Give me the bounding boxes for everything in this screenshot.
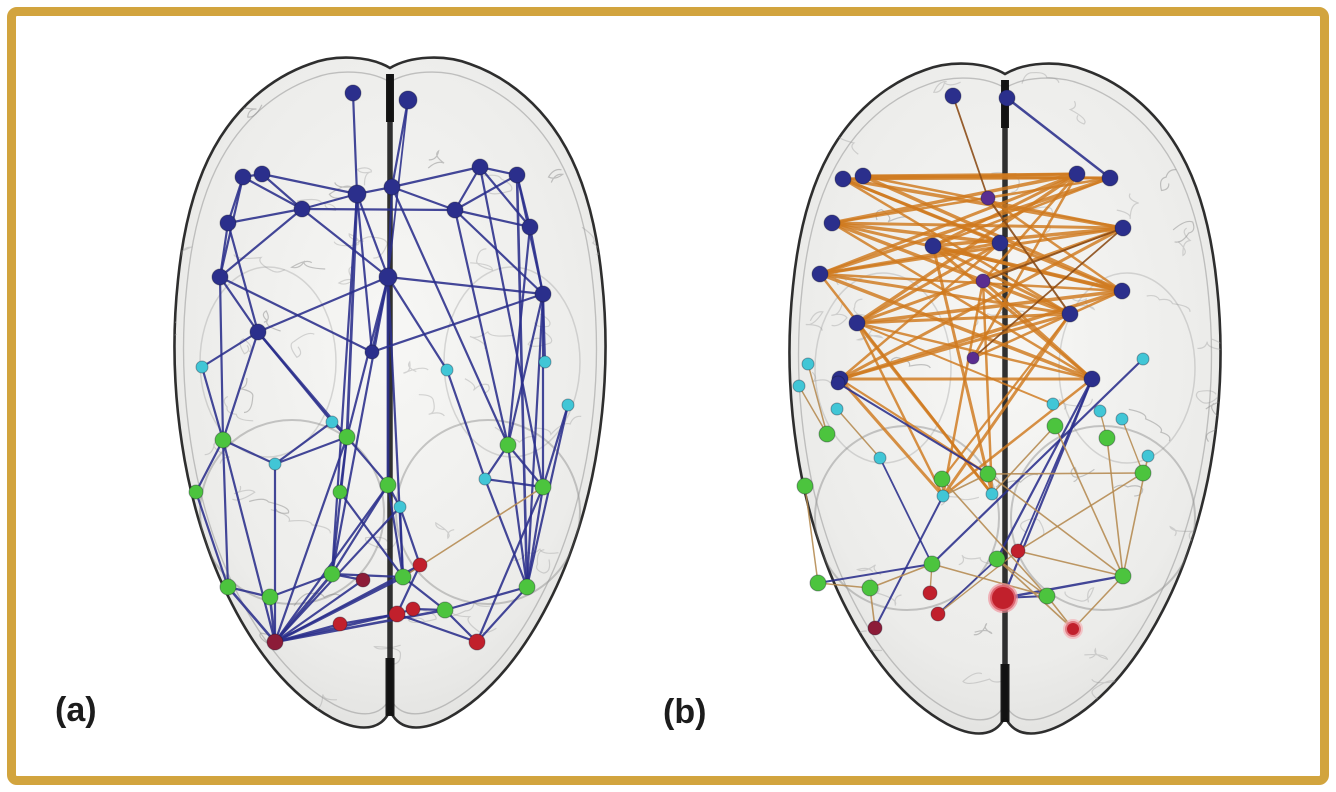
panel-b — [755, 58, 1255, 758]
panel-a-label: (a) — [55, 691, 97, 729]
brain-network-b — [788, 62, 1222, 735]
panel-a — [140, 52, 640, 752]
panel-b-label: (b) — [663, 693, 707, 731]
brain-network-a — [173, 56, 607, 729]
